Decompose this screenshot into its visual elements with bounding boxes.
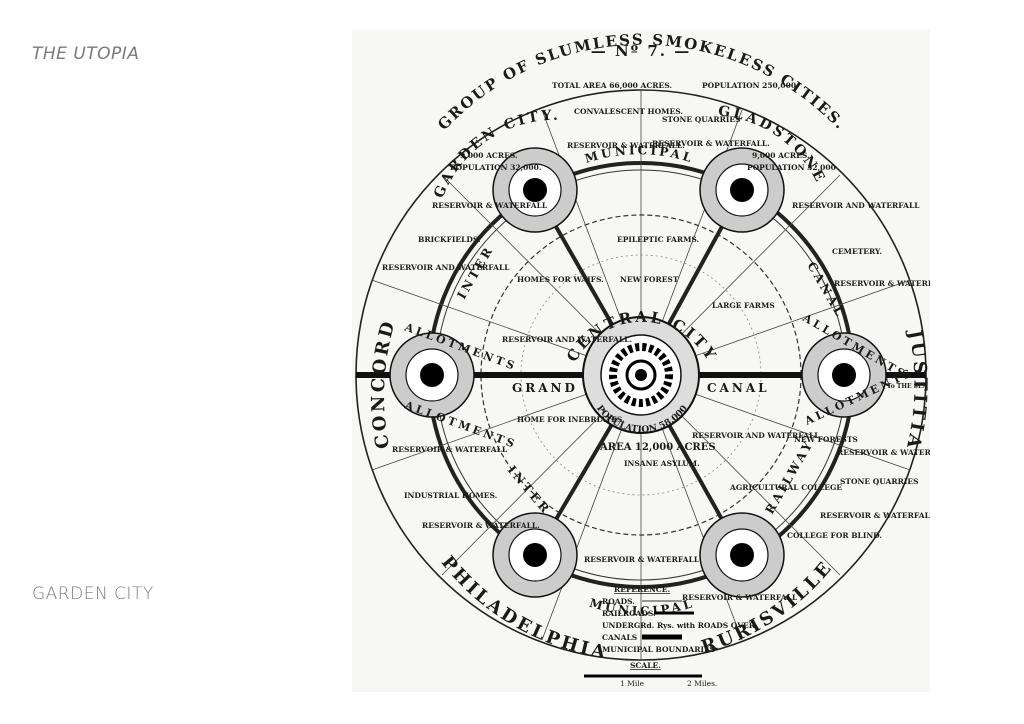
convalescent-homes: CONVALESCENT HOMES. [574, 107, 683, 116]
garden-city-satellite [492, 147, 578, 233]
the-utopia-label: THE UTOPIA [32, 44, 140, 64]
garden-city-acres: 9,000 ACRES. [460, 151, 518, 160]
concord-satellite [389, 332, 475, 418]
rurisville-satellite [699, 512, 785, 598]
reference-heading: REFERENCE. [614, 585, 670, 594]
reservoir-1: RESERVOIR & WATERFALL. [567, 141, 685, 150]
reservoir-6: RESERVOIR & WATERFALL [834, 279, 930, 288]
canal-label-2: CANAL [707, 381, 770, 395]
reservoir-11: RESERVOIR & WATERFALL. [422, 521, 540, 530]
total-area: TOTAL AREA 66,000 ACRES. [552, 81, 672, 90]
scale-mile-1: 1 Mile [620, 679, 645, 688]
garden-city-label: GARDEN CITY [32, 584, 154, 604]
to-the-sea: To THE SEA [887, 383, 928, 390]
new-forests: NEW FORESTS [794, 435, 858, 444]
homes-for-waifs: HOMES FOR WAIFS. [517, 275, 604, 284]
reference-railroads: RAILROADS. [602, 609, 656, 618]
insane-asylum: INSANE ASYLUM. [624, 459, 700, 468]
inter-label-2: INTER [505, 463, 554, 518]
reference-scale: SCALE. [630, 661, 661, 670]
reference-legend: REFERENCE. ROADS. RAILROADS. UNDERGRd. R… [584, 585, 756, 688]
new-forest: NEW FOREST [620, 275, 679, 284]
central-city [582, 316, 700, 434]
reference-roads: ROADS. [602, 597, 635, 606]
plate-number: — Nº 7. — [591, 42, 692, 60]
reservoir-2: RESERVOIR & WATERFALL. [652, 139, 770, 148]
large-farms: LARGE FARMS [712, 301, 775, 310]
garden-city-population: POPULATION 32,000. [450, 163, 541, 172]
slumless-cities-diagram: — Nº 7. — GROUP OF SLUMLESS SMOKELESS CI… [355, 31, 953, 688]
cemetery: CEMETERY. [832, 247, 882, 256]
reservoir-7: RESERVOIR AND WATERFALL. [502, 335, 632, 344]
reservoir-12: RESERVOIR & WATERFALL. [820, 511, 930, 520]
reference-municipal: MUNICIPAL BOUNDARIES [602, 645, 715, 654]
central-area: AREA 12,000 ACRES [599, 442, 716, 453]
garden-city-diagram-plate: — Nº 7. — GROUP OF SLUMLESS SMOKELESS CI… [352, 30, 953, 692]
reservoir-5: RESERVOIR AND WATERFALL [382, 263, 510, 272]
college-for-blind: COLLEGE FOR BLIND. [787, 531, 882, 540]
epileptic-farms: EPILEPTIC FARMS. [617, 235, 699, 244]
brickfields: BRICKFIELDS. [418, 235, 481, 244]
reservoir-3: RESERVOIR & WATERFALL [432, 201, 548, 210]
reservoir-9: RESERVOIR & WATERFALL [392, 445, 508, 454]
stone-quarries-top: STONE QUARRIES [662, 115, 740, 124]
reservoir-4: RESERVOIR AND WATERFALL [792, 201, 920, 210]
reference-underground: UNDERGRd. Rys. with ROADS OVER [602, 621, 756, 630]
reference-canals: CANALS [602, 633, 637, 642]
gladstone-satellite [699, 147, 785, 233]
industrial-homes: INDUSTRIAL HOMES. [404, 491, 497, 500]
agricultural-college: AGRICULTURAL COLLEGE [729, 483, 842, 492]
scale-mile-2: 2 Miles. [687, 679, 717, 688]
home-for-inebriates: HOME FOR INEBRIATES. [517, 415, 625, 424]
satellite-cities [389, 147, 887, 598]
reservoir-8: RESERVOIR AND WATERFALL [692, 431, 820, 440]
inter-label-1: INTER [454, 243, 496, 302]
justitia-satellite [801, 332, 887, 418]
reservoir-13: RESERVOIR & WATERFALL [584, 555, 700, 564]
grand-label: GRAND [512, 381, 578, 395]
reservoir-14: RESERVOIR & WATERFALL [682, 593, 798, 602]
gladstone-acres: 9,000 ACRES. [752, 151, 810, 160]
philadelphia-satellite [492, 512, 578, 598]
gladstone-population: POPULATION 32,000 [747, 163, 836, 172]
stone-quarries-right: STONE QUARRIES [840, 477, 918, 486]
population-total: POPULATION 250,000 [702, 81, 796, 90]
reservoir-10: RESERVOIR & WATERFALL [837, 448, 930, 457]
